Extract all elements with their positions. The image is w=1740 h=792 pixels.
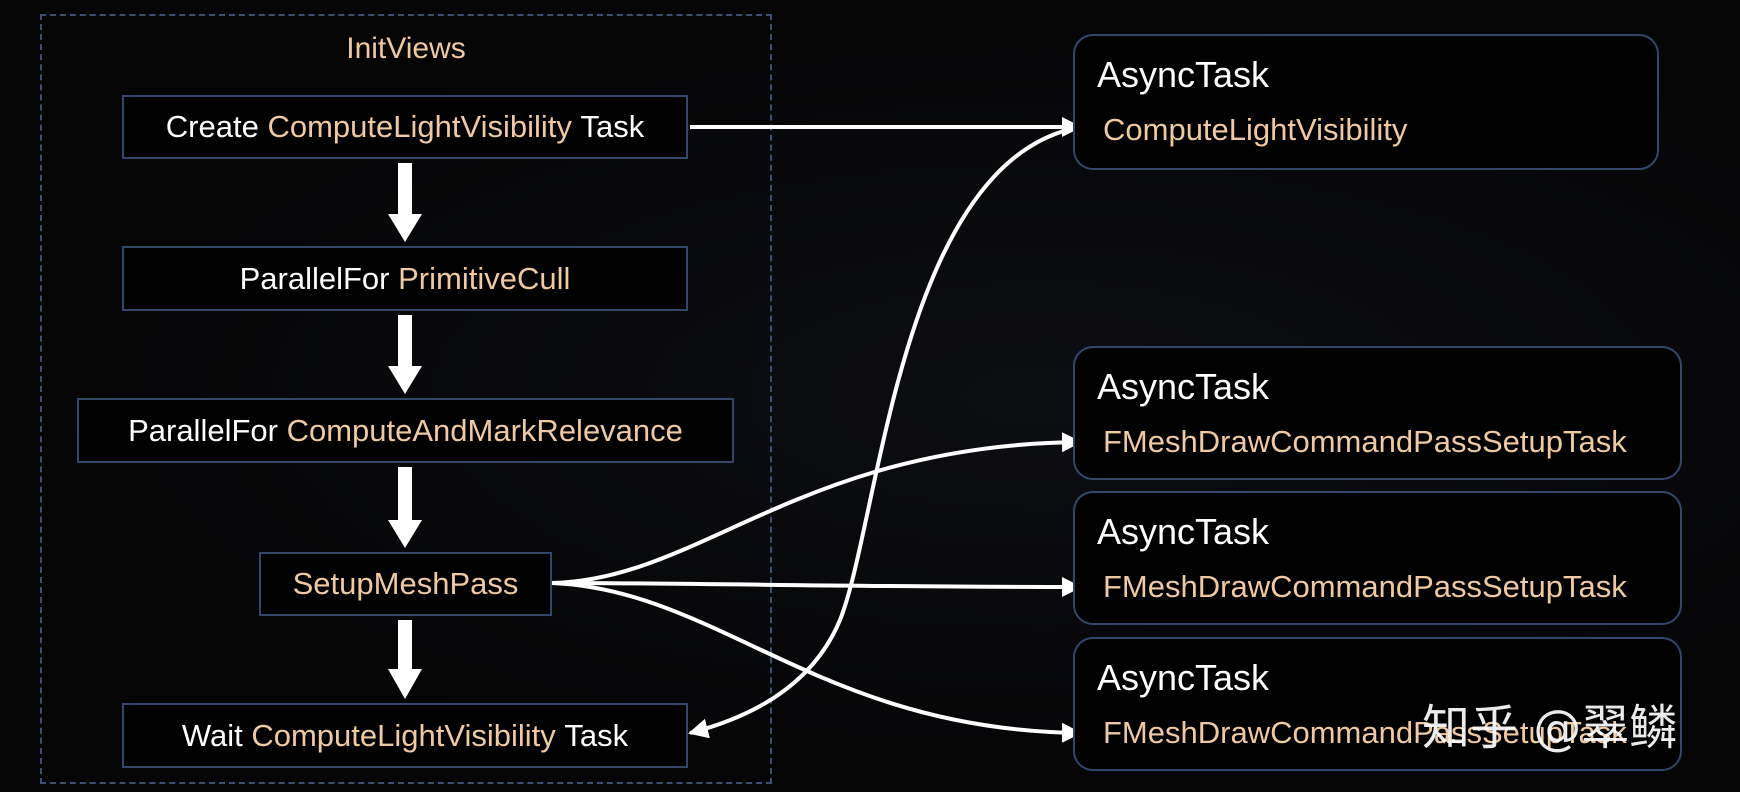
step-parallelfor-compute-and-mark-relevance: ParallelFor ComputeAndMarkRelevance [77,398,734,463]
async-task-card: AsyncTask FMeshDrawCommandPassSetupTask [1073,346,1682,480]
task-kind: AsyncTask [1097,657,1270,698]
step-highlight: ComputeLightVisibility [251,717,556,753]
step-highlight: ComputeLightVisibility [267,109,572,144]
task-kind: AsyncTask [1097,366,1270,407]
step-create-compute-light-visibility: Create ComputeLightVisibility Task [122,95,688,159]
task-name: ComputeLightVisibility [1103,112,1408,147]
step-parallelfor-primitive-cull: ParallelFor PrimitiveCull [122,246,688,311]
task-kind: AsyncTask [1097,54,1270,95]
async-task-card: AsyncTask FMeshDrawCommandPassSetupTask [1073,637,1682,771]
step-prefix: Create [165,109,259,144]
task-name: FMeshDrawCommandPassSetupTask [1103,715,1627,750]
step-prefix: Wait [181,717,243,753]
async-task-card: AsyncTask ComputeLightVisibility [1073,34,1659,170]
task-name: FMeshDrawCommandPassSetupTask [1103,424,1627,459]
step-highlight: SetupMeshPass [292,566,519,601]
step-prefix: ParallelFor [128,412,278,448]
step-highlight: ComputeAndMarkRelevance [286,412,683,448]
step-setup-mesh-pass: SetupMeshPass [259,552,552,616]
task-name: FMeshDrawCommandPassSetupTask [1103,569,1627,604]
step-wait-compute-light-visibility: Wait ComputeLightVisibility Task [122,703,688,768]
step-suffix: Task [580,109,645,144]
step-prefix: ParallelFor [239,260,390,296]
step-highlight: PrimitiveCull [398,260,571,296]
group-title: InitViews [346,32,466,65]
step-suffix: Task [564,717,629,753]
task-kind: AsyncTask [1097,511,1270,552]
async-task-card: AsyncTask FMeshDrawCommandPassSetupTask [1073,491,1682,625]
watermark: 知乎 @翠鳞 [1422,700,1678,756]
